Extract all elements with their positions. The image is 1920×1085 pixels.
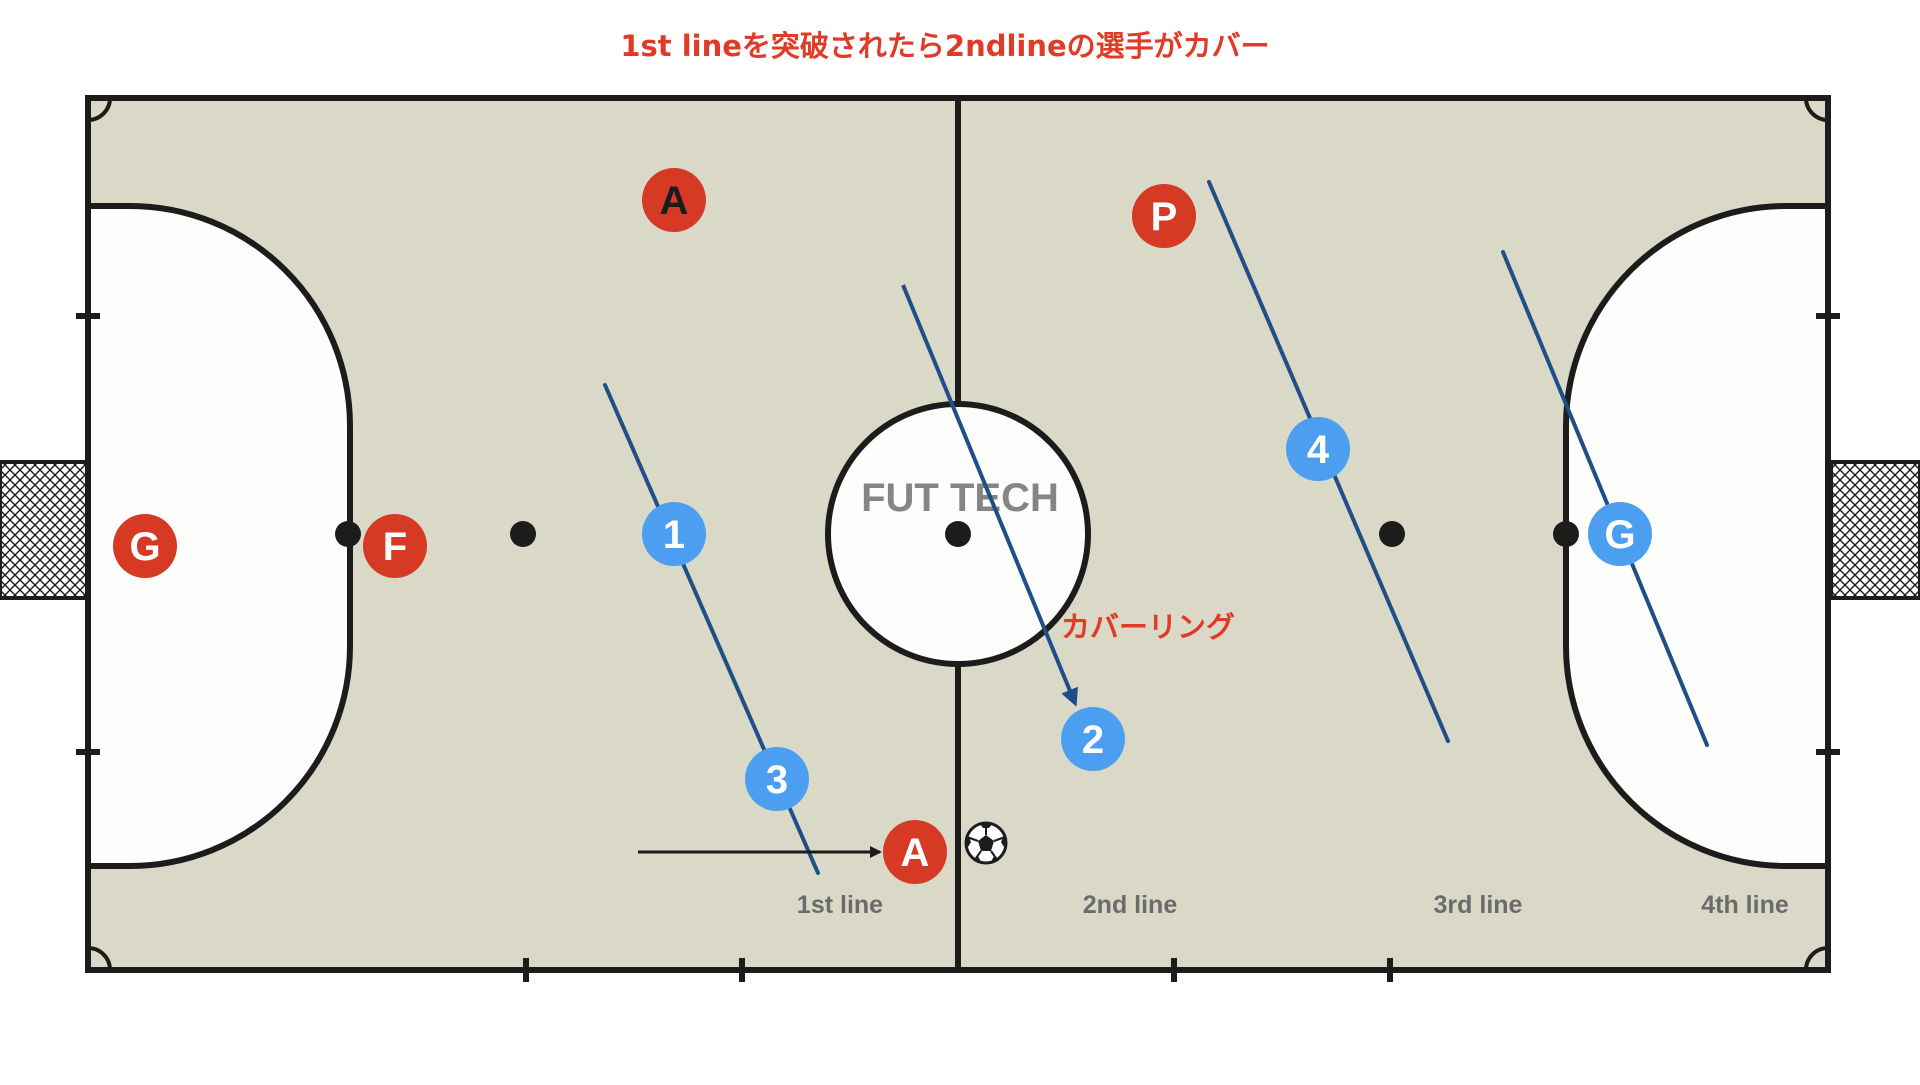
penalty-spots [335, 521, 1579, 547]
defender-goalkeeper-label: G [1604, 513, 1635, 557]
attacker-ala-ball-label: A [901, 831, 930, 875]
covering-arrow [901, 284, 1078, 707]
second-penalty-mark-left [510, 521, 536, 547]
center-spot [945, 521, 971, 547]
diagram-title: 1st lineを突破されたら2ndlineの選手がカバー [620, 29, 1269, 63]
second-penalty-mark-right [1379, 521, 1405, 547]
penalty-area-right [1563, 203, 1831, 869]
attacking-team: G F A P A [113, 168, 1196, 884]
defender-goalkeeper: G [1588, 502, 1652, 566]
soccer-ball-icon [964, 821, 1008, 865]
goal-left [0, 460, 90, 600]
attacker-goalkeeper-label: G [129, 525, 160, 569]
defending-team: 1 2 3 4 G [642, 417, 1652, 811]
defender-3: 3 [745, 747, 809, 811]
corner-arcs [87, 97, 1829, 971]
line-label-2nd: 2nd line [1083, 891, 1178, 919]
attacker-ala-ball: A [883, 820, 947, 884]
defender-2-label: 2 [1082, 718, 1104, 762]
brand-watermark: FUT TECH [861, 476, 1059, 520]
attacker-pivo-label: P [1151, 195, 1178, 239]
defender-2: 2 [1061, 707, 1125, 771]
attacker-ala-top: A [642, 168, 706, 232]
line-labels: 1st line 2nd line 3rd line 4th line [797, 891, 1789, 919]
defender-4: 4 [1286, 417, 1350, 481]
penalty-mark-right [1553, 521, 1579, 547]
line-label-4th: 4th line [1701, 891, 1789, 919]
penalty-area-left [85, 203, 353, 869]
line-label-3rd: 3rd line [1434, 891, 1523, 919]
attacker-pivo: P [1132, 184, 1196, 248]
defense-line-3rd [1501, 250, 1709, 747]
penalty-mark-left [335, 521, 361, 547]
defender-3-label: 3 [766, 758, 788, 802]
defender-1-label: 1 [663, 513, 685, 557]
boundary-ticks [76, 313, 1840, 982]
attacker-fixo-label: F [383, 525, 407, 569]
covering-annotation: カバーリング [1061, 610, 1235, 644]
defender-4-label: 4 [1307, 428, 1330, 472]
attacker-ala-top-label: A [660, 179, 689, 223]
goal-right [1829, 460, 1920, 600]
attacker-goalkeeper: G [113, 514, 177, 578]
defender-1: 1 [642, 502, 706, 566]
line-label-1st: 1st line [797, 891, 883, 919]
attacker-fixo: F [363, 514, 427, 578]
